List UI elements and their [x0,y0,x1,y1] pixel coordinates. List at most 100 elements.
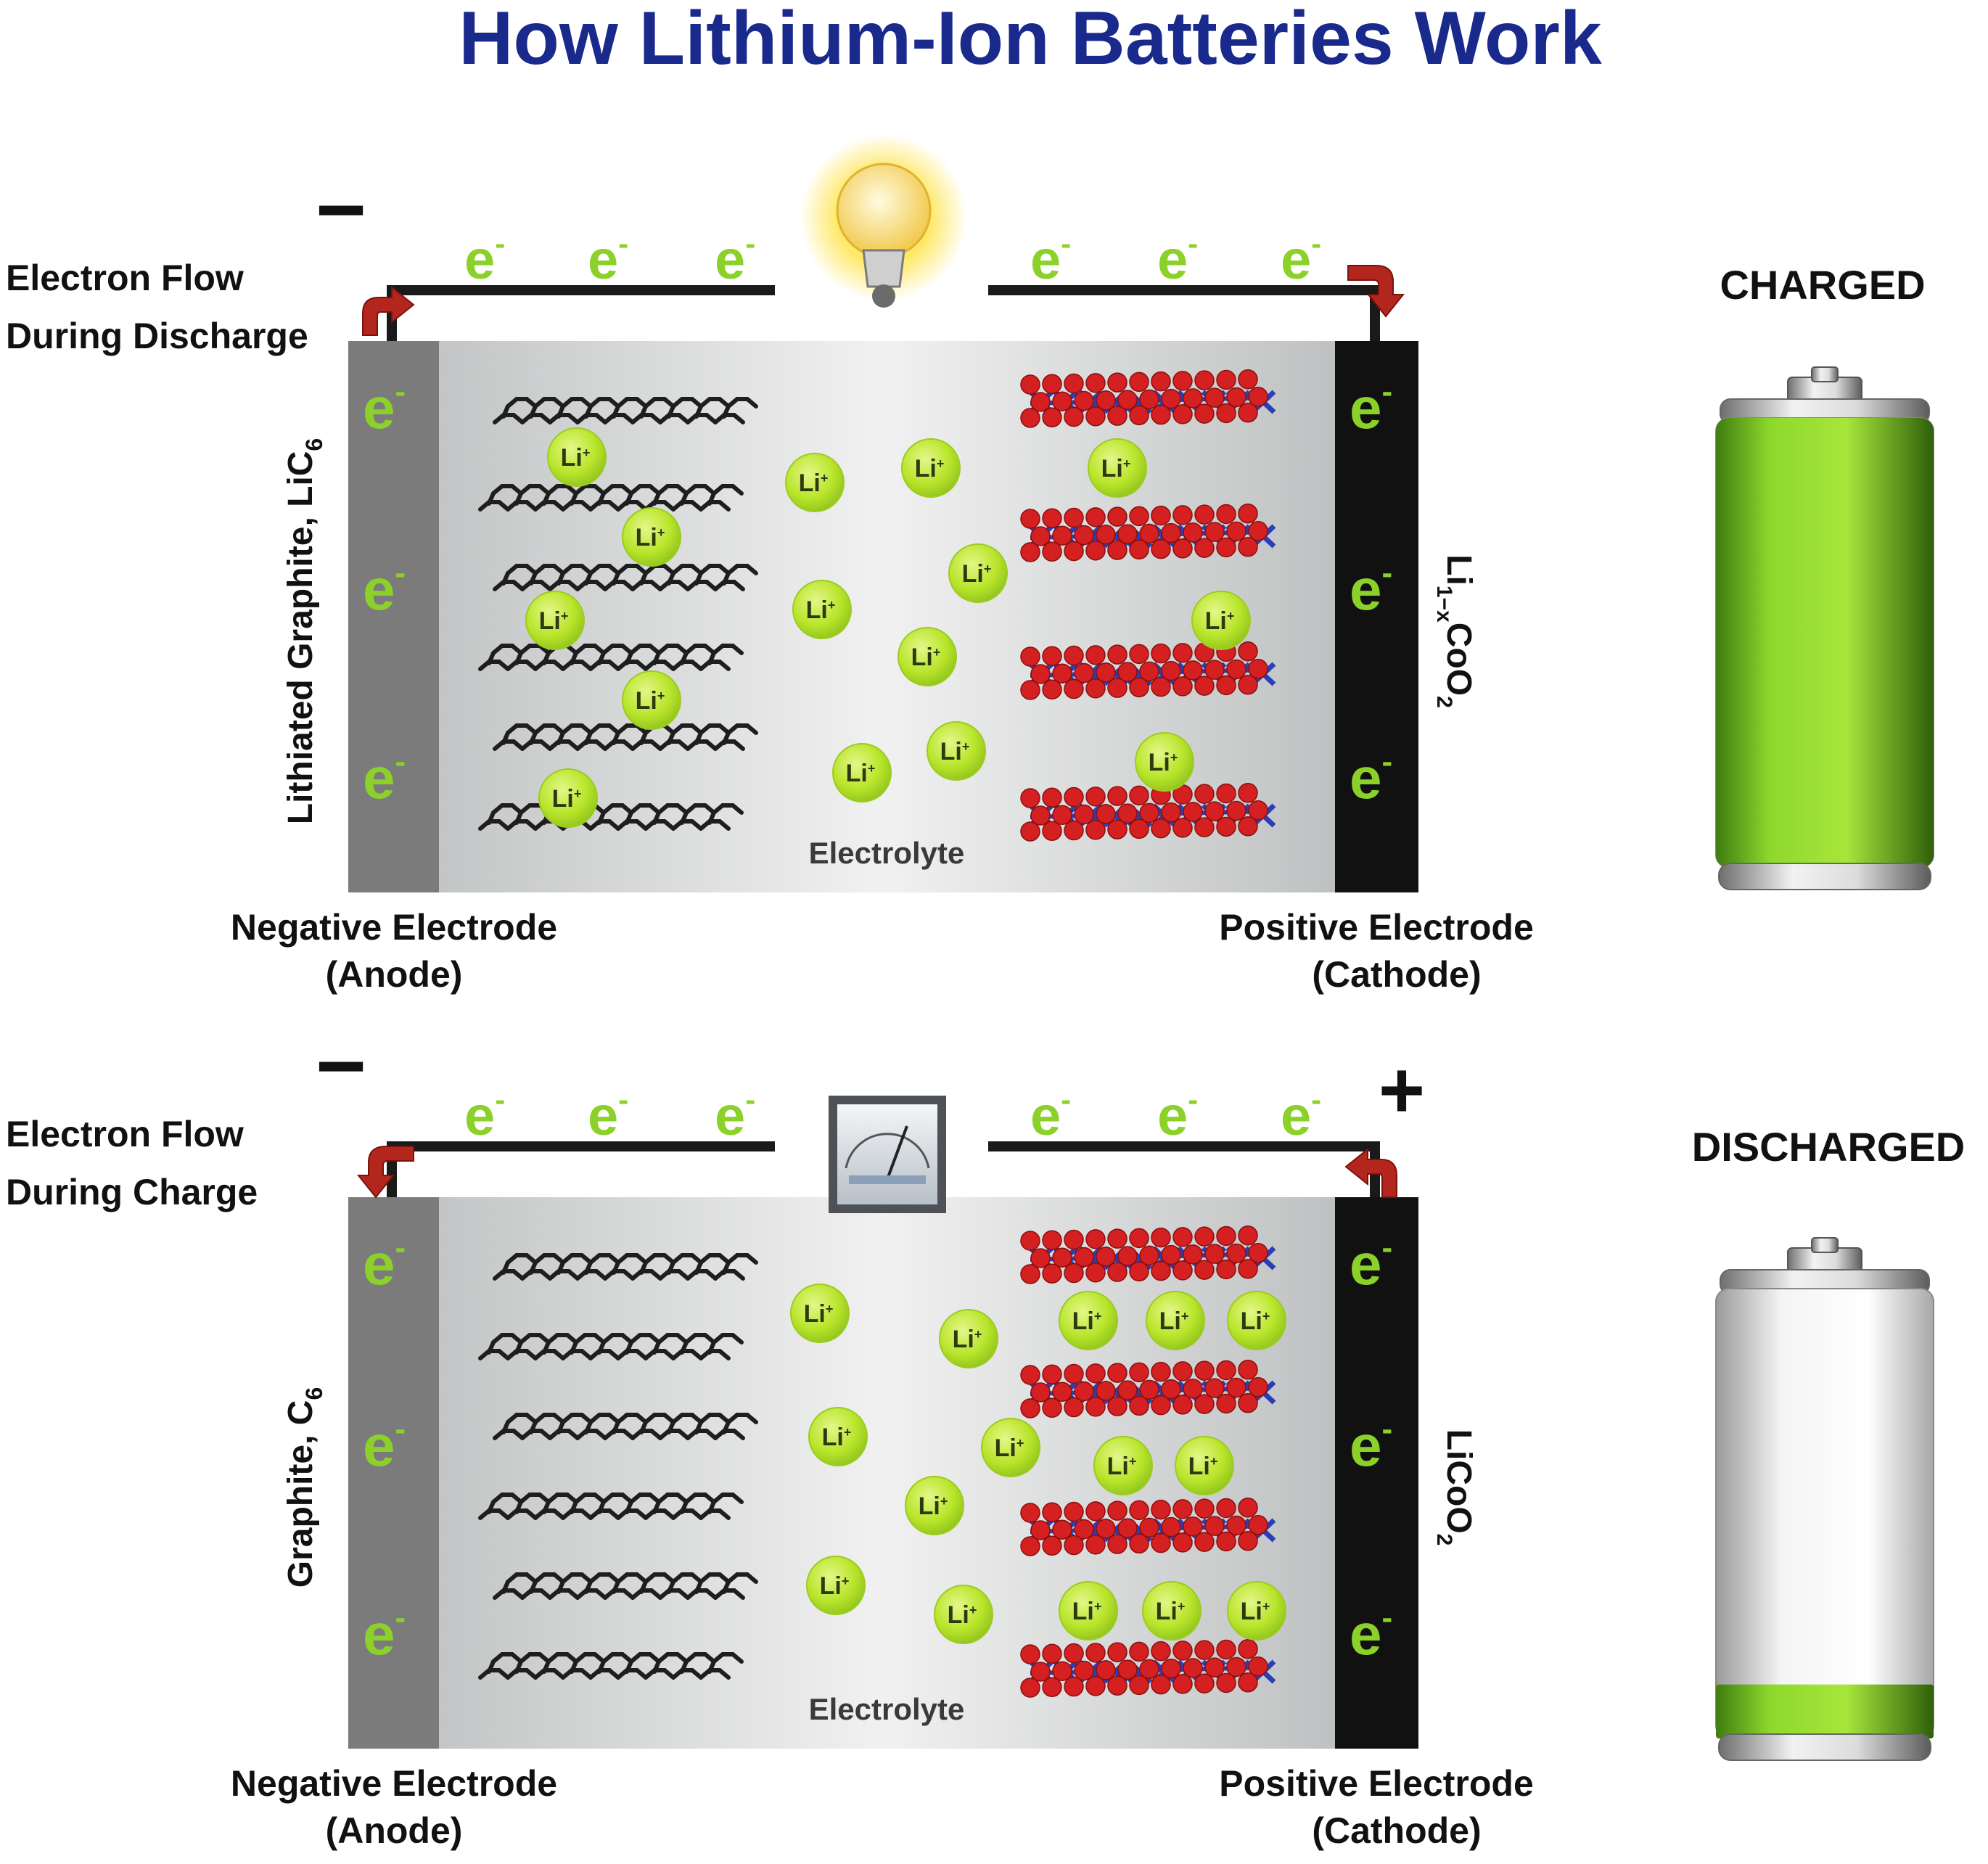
graphite-bond [684,1493,716,1504]
graphite-bond [529,1420,538,1434]
li-ion-sphere [1227,1291,1286,1350]
graphite-bond [671,564,703,575]
electron-label: e- [363,1411,406,1478]
graphite-bond [694,571,703,586]
oxygen-atom [1194,538,1215,558]
electron-label: e- [464,226,505,291]
oxygen-atom [1238,1672,1258,1693]
oxygen-atom [1248,1242,1268,1263]
battery-bottom [1718,863,1931,890]
graphite-bond [588,1413,620,1424]
electron-label: e- [588,1083,628,1147]
li-ion-label: Li+ [539,607,569,635]
graphite-bond [644,1668,675,1680]
li-ion: Li+ [1093,1436,1153,1495]
oxygen-atom [1064,645,1084,666]
oxygen-atom [1226,387,1246,408]
graphite-bond [519,1333,551,1344]
oxygen-atom [1194,1360,1215,1381]
graphite-bond [712,1493,744,1504]
oxygen-atom [1096,390,1116,411]
graphite-bond [629,1652,661,1664]
external-wire [387,285,775,341]
electron-label: e- [715,1083,755,1147]
graphite-bond [616,819,648,831]
graphite-bond [652,810,661,825]
electron-label: e- [588,226,628,291]
graphite-bond [597,1659,606,1674]
oxygen-atom [1107,506,1128,527]
graphite-bond [639,404,648,419]
graphite-bond [699,1668,731,1680]
oxygen-atom [1151,1227,1171,1248]
graphite-bond [533,1413,565,1424]
graphite-bond [546,1493,578,1504]
graphite-bond [684,644,716,655]
li-ion: Li+ [1191,591,1251,650]
cobalt-oxide-layer [1020,503,1276,562]
li-ion-label: Li+ [995,1434,1024,1462]
oxygen-atom [1172,371,1193,391]
graphite-bond [478,819,510,831]
oxygen-atom [1172,404,1193,424]
graphite-bond [726,1572,758,1584]
graphite-bond [644,1572,675,1584]
graphite-bond [561,564,593,575]
cobalt-oxide-layer [1020,1359,1276,1418]
graphite-bond [514,810,523,825]
li-ion-sphere [547,427,607,487]
li-ion-label: Li+ [552,785,582,813]
graphite-bond [680,1340,689,1355]
oxygen-atom [1107,678,1128,698]
oxygen-atom [1096,1519,1116,1539]
oxygen-atom [1107,1675,1128,1696]
graphite-bond [722,1260,731,1275]
battery-charge-fill [1716,1684,1934,1738]
oxygen-atom [1129,1362,1149,1383]
oxygen-atom [1107,819,1128,839]
oxygen-atom [1194,1673,1215,1693]
graphite-bond [726,1413,758,1424]
oxygen-atom [1030,1662,1051,1682]
oxygen-atom [1238,816,1258,837]
oxygen-atom [1129,1395,1149,1416]
oxygen-atom [1183,802,1203,822]
graphite-bond [658,1588,690,1600]
li-ion-label: Li+ [1149,749,1178,776]
graphite-bond [667,404,675,419]
oxygen-atom [1172,676,1193,697]
li-ion-sphere [934,1585,993,1644]
oxygen-atom [1139,661,1159,682]
graphite-bond [487,1659,496,1674]
oxygen-atom [1129,1500,1149,1521]
oxygen-atom [1216,1672,1236,1693]
cobalt-oxide-layer [1020,369,1276,428]
graphite-bond [478,1668,510,1680]
oxygen-atom [1064,1676,1084,1697]
oxygen-atom [1226,1656,1246,1678]
external-wire [988,285,1380,341]
graphite-bond [597,1340,606,1355]
oxygen-atom [1085,1397,1106,1417]
oxygen-atom [1020,821,1040,842]
graphite-bond [561,500,593,512]
oxygen-atom [1238,1258,1258,1279]
li-ion-label: Li+ [636,524,665,551]
oxygen-atom [1042,1263,1062,1284]
cathode-plate [1335,1197,1418,1749]
graphite-bond [652,1340,661,1355]
oxygen-atom [1064,1643,1084,1664]
oxygen-atom [1216,1639,1236,1660]
graphite-bond [707,810,716,825]
graphite-bond [501,1580,510,1594]
oxygen-atom [1107,540,1128,560]
graphite-bond [520,1429,552,1440]
oxygen-atom [1172,538,1193,559]
oxygen-atom [1216,537,1236,558]
oxygen-atom [1030,392,1051,412]
li-ion-sphere [525,591,585,650]
graphite-bond [726,397,758,408]
